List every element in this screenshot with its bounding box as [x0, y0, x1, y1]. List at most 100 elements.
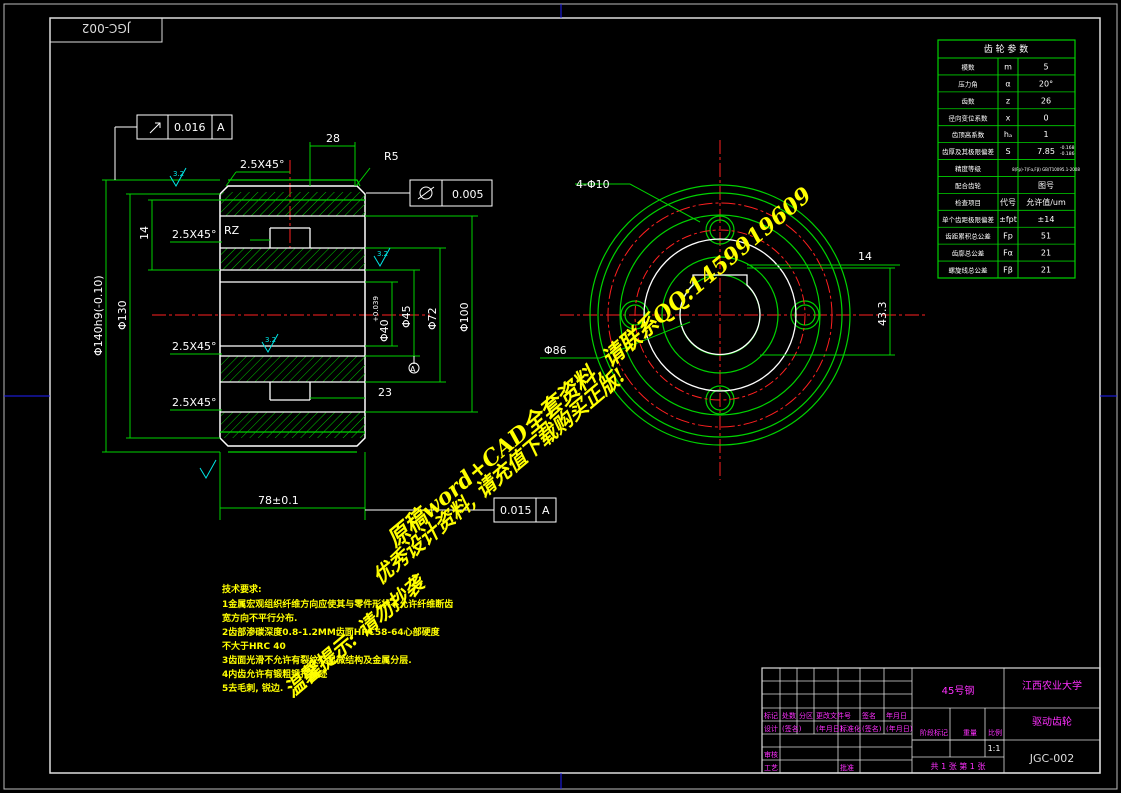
table-cell-value: 21: [1041, 249, 1051, 258]
dim-dia40-tol: +0.039: [372, 296, 380, 322]
table-header: 齿 轮 参 数: [984, 43, 1029, 55]
roughness-low: 3.2: [265, 336, 276, 344]
tech-title: 技术要求:: [222, 583, 262, 595]
table-cell-name: 模数: [962, 63, 976, 72]
table-tol-upper: -0.168: [1060, 145, 1075, 151]
tb-scale-label: 比例: [988, 728, 1002, 737]
table-cell-value: 8(Fp)-7(Fα,Fβ) GB/T10095.1-2008: [1012, 167, 1080, 172]
tb-stage-label: 阶段标记: [920, 728, 948, 737]
table-tol-lower: -0.186: [1060, 151, 1075, 157]
mirrored-number-box: [49, 17, 163, 43]
table-cell-value: 0: [1043, 113, 1048, 122]
roughness-mid: 3.2: [377, 250, 388, 258]
tb-row2-label-3: (年月日): [816, 724, 843, 733]
dim-dia130: Φ130: [116, 300, 129, 330]
tb-row2-label-6: (年月日): [886, 724, 913, 733]
tb-col-label-1: 标记: [764, 711, 778, 720]
tb-weight-label: 重量: [963, 729, 977, 737]
dim-28: 28: [326, 132, 340, 145]
tb-material: 45号钢: [942, 684, 975, 697]
table-cell-symbol: Fα: [1003, 249, 1013, 258]
table-cell-name: 齿顶高系数: [952, 130, 985, 139]
roughness-top: 3.2: [173, 170, 184, 178]
tech-line-7: 5去毛刺, 锐边.: [222, 682, 283, 694]
dim-dia86: Φ86: [544, 344, 567, 357]
table-cell-name: 单个齿距极限偏差: [942, 215, 995, 224]
dim-chamfer-top: 2.5X45°: [240, 158, 285, 171]
table-cell-name: 配合齿轮: [955, 181, 982, 190]
table-cell-value: 允许值/um: [1026, 197, 1066, 207]
table-cell-name: 齿厚及其极限偏差: [942, 147, 995, 156]
datum-label: A: [410, 365, 416, 374]
front-view: 4-Φ10 Φ86 14 43.3: [540, 140, 928, 480]
table-cell-name: 检查项目: [955, 198, 981, 207]
gdt-runout-bottom-datum: A: [542, 504, 550, 517]
table-cell-value: 21: [1041, 266, 1051, 275]
centering-marks: [4, 4, 1117, 789]
dim-len78: 78±0.1: [258, 494, 299, 507]
tb-gongyi: 工艺: [764, 764, 778, 772]
table-cell-symbol: S: [1005, 147, 1010, 156]
table-cell-value: 7.85: [1037, 147, 1055, 156]
tech-line-2: 宽方向不平行分布.: [221, 612, 297, 624]
table-cell-symbol: Fβ: [1003, 266, 1013, 275]
tb-school: 江西农业大学: [1022, 679, 1082, 692]
tb-pizhun: 批准: [840, 763, 854, 772]
table-cell-name: 精度等级: [955, 164, 982, 173]
tb-number: JGC-002: [1029, 752, 1074, 765]
tb-col-label-5: 签名: [862, 711, 876, 720]
tech-line-5: 3齿面光滑不允许有裂纹及显微结构及金属分层.: [222, 654, 412, 666]
tb-col-label-3: 分区: [799, 711, 813, 720]
watermark-line-2: 优秀设计资料, 请充值下载购买正版!: [368, 363, 631, 589]
table-cell-value: 图号: [1038, 181, 1054, 190]
tb-col-label-2: 处数: [782, 711, 796, 720]
table-cell-symbol: hₐ: [1004, 130, 1012, 139]
tech-line-3: 2齿部渗碳深度0.8-1.2MM齿面HRC58-64心部硬度: [222, 626, 441, 638]
table-cell-symbol: m: [1004, 63, 1012, 72]
dim-dia72: Φ72: [426, 307, 439, 330]
section-view: 3.2 3.2 3.2 28 R5 2.5X45° 2.5X45° 2.5X45…: [92, 114, 557, 523]
dim-23: 23: [378, 386, 392, 399]
table-cell-name: 压力角: [958, 79, 978, 88]
dim-chamfer-low2: 2.5X45°: [172, 396, 217, 409]
dim-holes: 4-Φ10: [576, 178, 610, 191]
dim-key433: 43.3: [876, 302, 889, 327]
dim-dia140: Φ140h9(-0.10): [92, 275, 105, 356]
table-cell-name: 螺旋线总公差: [949, 266, 989, 275]
gdt-runout-top-value: 0.016: [174, 121, 206, 134]
tb-row2-label-4: 标准化: [840, 724, 861, 733]
tech-line-1: 1金属宏观组织纤维方向应使其与零件形状不允许纤维断齿: [222, 598, 453, 610]
table-cell-symbol: 代号: [1000, 197, 1016, 207]
tb-part-name: 驱动齿轮: [1032, 715, 1072, 728]
watermark-line-1: 原稿word+CAD全套资料, 请联系QQ:1459919609: [381, 182, 816, 553]
table-cell-symbol: Fp: [1003, 232, 1013, 241]
technical-requirements: 技术要求: 1金属宏观组织纤维方向应使其与零件形状不允许纤维断齿 宽方向不平行分…: [221, 583, 453, 694]
tb-sheets: 共 1 张 第 1 张: [931, 761, 986, 771]
table-cell-symbol: z: [1006, 96, 1010, 105]
title-block: 标记 处数 分区 更改文件号 签名 年月日 设计 (签名) (年月日) 标准化 …: [761, 667, 1101, 774]
dim-dia45: Φ45: [400, 305, 413, 328]
tb-row2-label-5: (签名): [862, 724, 882, 733]
table-cell-value: 20°: [1039, 79, 1053, 88]
dim-chamfer-mid: 2.5X45°: [172, 228, 217, 241]
dim-dia100: Φ100: [458, 302, 471, 332]
tb-shenhe: 审核: [764, 750, 778, 759]
tb-scale: 1:1: [988, 744, 1001, 753]
table-cell-name: 齿廓总公差: [952, 249, 985, 258]
mirrored-drawing-number: JGC-002: [82, 21, 131, 35]
table-cell-value: 26: [1041, 96, 1051, 105]
table-cell-value: ±14: [1038, 215, 1055, 224]
gdt-runout-top-datum: A: [217, 121, 225, 134]
table-cell-value: 51: [1041, 232, 1051, 241]
tech-line-6: 4内齿允许有锻粗锻打痕迹: [222, 668, 327, 680]
tb-row2-label-1: 设计: [764, 724, 778, 733]
tb-col-label-6: 年月日: [886, 711, 907, 720]
table-cell-symbol: α: [1005, 79, 1010, 88]
table-cell-name: 齿数: [962, 96, 976, 105]
dim-dia40: Φ40: [378, 319, 391, 342]
table-cell-name: 齿距累积总公差: [945, 232, 991, 241]
dim-chamfer-low1: 2.5X45°: [172, 340, 217, 353]
table-cell-symbol: x: [1006, 113, 1011, 122]
gdt-cylindricity-value: 0.005: [452, 188, 484, 201]
